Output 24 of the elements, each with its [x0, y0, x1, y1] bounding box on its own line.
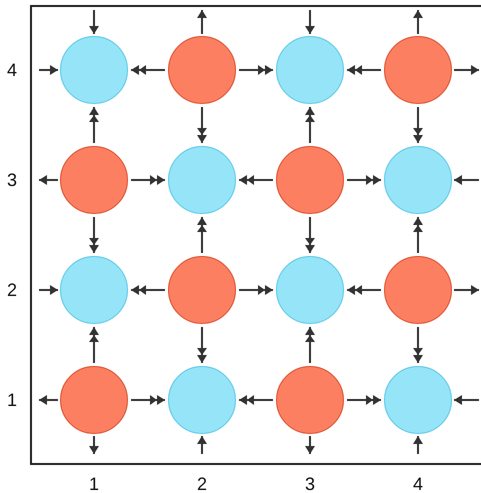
arrow: [89, 10, 99, 34]
arrow: [454, 285, 479, 295]
arrow: [413, 436, 423, 454]
axis-label: 3: [305, 475, 316, 493]
arrow: [305, 10, 315, 34]
arrow: [197, 10, 207, 34]
axis-label: 4: [7, 60, 18, 80]
axis-label: 2: [197, 475, 208, 493]
arrow: [39, 395, 58, 405]
axis-label: 2: [7, 280, 18, 300]
axis-label: 1: [7, 390, 18, 410]
arrow: [197, 436, 207, 454]
arrow: [39, 65, 58, 75]
arrow: [454, 65, 479, 75]
arrow: [39, 285, 58, 295]
arrow: [89, 436, 99, 454]
axis-label: 1: [89, 475, 100, 493]
arrow: [39, 175, 58, 185]
arrow: [413, 10, 423, 34]
arrow: [305, 436, 315, 454]
axis-label: 4: [413, 475, 424, 493]
axis-label: 3: [7, 170, 18, 190]
arrow: [454, 395, 479, 405]
arrow: [454, 175, 479, 185]
